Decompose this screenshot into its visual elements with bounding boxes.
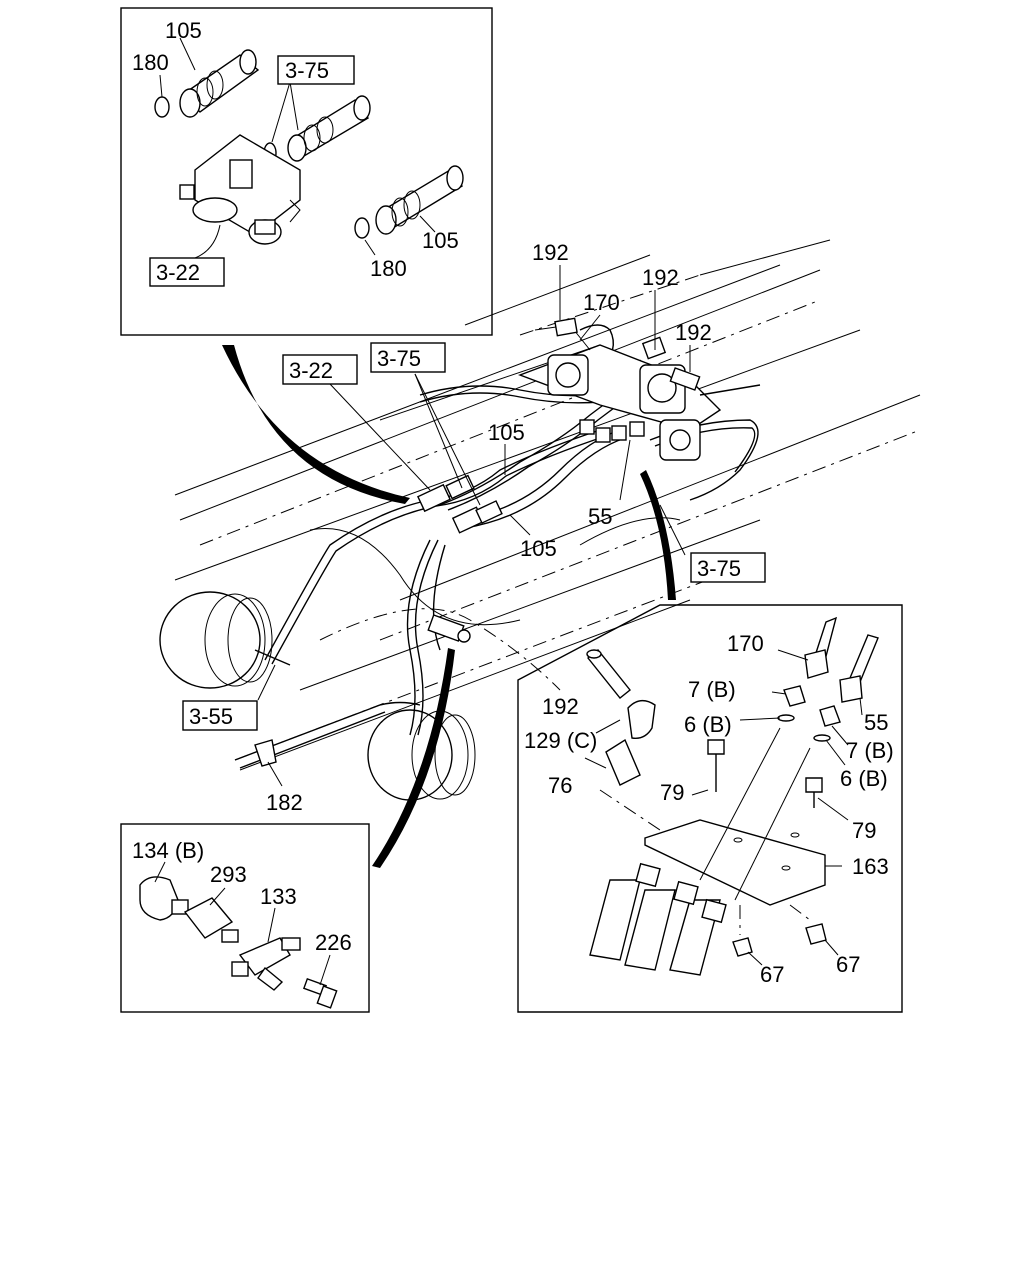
callout-labels: 105 180 3-75 3-22 180 105 192 170 192 19… — [132, 18, 894, 987]
callout-182: 182 — [266, 790, 303, 815]
ref-box-3-22-inset: 3-22 — [156, 260, 200, 285]
callout-67-a: 67 — [760, 962, 784, 987]
hose-105-top — [179, 49, 260, 118]
detail-link-bottom-inset — [372, 648, 455, 868]
ref-box-3-55: 3-55 — [189, 704, 233, 729]
bottom-right-inset — [517, 604, 903, 1013]
callout-192-a: 192 — [532, 240, 569, 265]
clip-6b-left — [777, 714, 795, 722]
tee-junction-fittings — [417, 474, 503, 643]
relay-valve-assembly — [518, 317, 761, 461]
nut-67-right — [805, 923, 827, 945]
callout-79-a: 79 — [660, 780, 684, 805]
callout-67-b: 67 — [836, 952, 860, 977]
brake-chamber-front-left — [159, 591, 291, 689]
hose-105-bottom — [375, 165, 464, 235]
bolt-226 — [302, 977, 338, 1009]
hose-3-75-connector — [287, 95, 371, 162]
nut-67-left — [732, 937, 753, 957]
main-leader-lines — [257, 265, 691, 787]
sleeve-76 — [605, 738, 641, 786]
chassis-assembly — [159, 239, 921, 801]
callout-105-top: 105 — [165, 18, 202, 43]
callout-180-bottom: 180 — [370, 256, 407, 281]
bracket-163 — [644, 819, 826, 906]
ref-box-3-75-b: 3-75 — [697, 556, 741, 581]
bracket-valve — [179, 134, 301, 245]
callout-6b-a: 6 (B) — [684, 712, 732, 737]
detail-link-right-inset — [640, 470, 676, 600]
callout-6b-b: 6 (B) — [840, 766, 888, 791]
bolt-79-left — [707, 739, 725, 792]
callout-55: 55 — [588, 504, 612, 529]
callout-192-c: 192 — [675, 320, 712, 345]
ref-box-3-75-inset: 3-75 — [285, 58, 329, 83]
o-ring-180-bottom — [354, 217, 370, 239]
elbow-134b — [139, 876, 189, 921]
callout-105-a: 105 — [488, 420, 525, 445]
brake-chamber-rear-left — [367, 709, 476, 801]
o-ring-180-top — [154, 96, 170, 118]
flare-nut-7b-left — [783, 685, 806, 707]
callout-180-top: 180 — [132, 50, 169, 75]
hoses-lower — [589, 862, 727, 976]
callout-129c: 129 (C) — [524, 728, 597, 753]
elbow-129c — [627, 700, 656, 739]
callout-163: 163 — [852, 854, 889, 879]
clip-6b-right — [813, 734, 831, 742]
pipe-55 — [839, 634, 879, 703]
callout-7b-b: 7 (B) — [846, 738, 894, 763]
callout-170-inset: 170 — [727, 631, 764, 656]
callout-105-b: 105 — [520, 536, 557, 561]
callout-192-b: 192 — [642, 265, 679, 290]
pipe-170 — [804, 616, 838, 679]
callout-76: 76 — [548, 773, 572, 798]
tee-133 — [231, 937, 301, 991]
ref-box-3-75-a: 3-75 — [377, 346, 421, 371]
callout-192-inset: 192 — [542, 694, 579, 719]
callout-293: 293 — [210, 862, 247, 887]
flare-nut-7b-right — [819, 705, 841, 727]
callout-79-b: 79 — [852, 818, 876, 843]
hose-clip-182 — [254, 739, 277, 767]
bottom-left-inset — [120, 823, 370, 1013]
callout-105-bottom: 105 — [422, 228, 459, 253]
callout-133: 133 — [260, 884, 297, 909]
callout-226: 226 — [315, 930, 352, 955]
callout-134b: 134 (B) — [132, 838, 204, 863]
adapter-293 — [183, 897, 239, 943]
ref-box-3-22: 3-22 — [289, 358, 333, 383]
top-left-inset — [120, 7, 493, 336]
callout-55-inset: 55 — [864, 710, 888, 735]
callout-170: 170 — [583, 290, 620, 315]
callout-7b-a: 7 (B) — [688, 677, 736, 702]
bolt-79-right — [805, 777, 823, 808]
pipe-192 — [586, 649, 631, 699]
